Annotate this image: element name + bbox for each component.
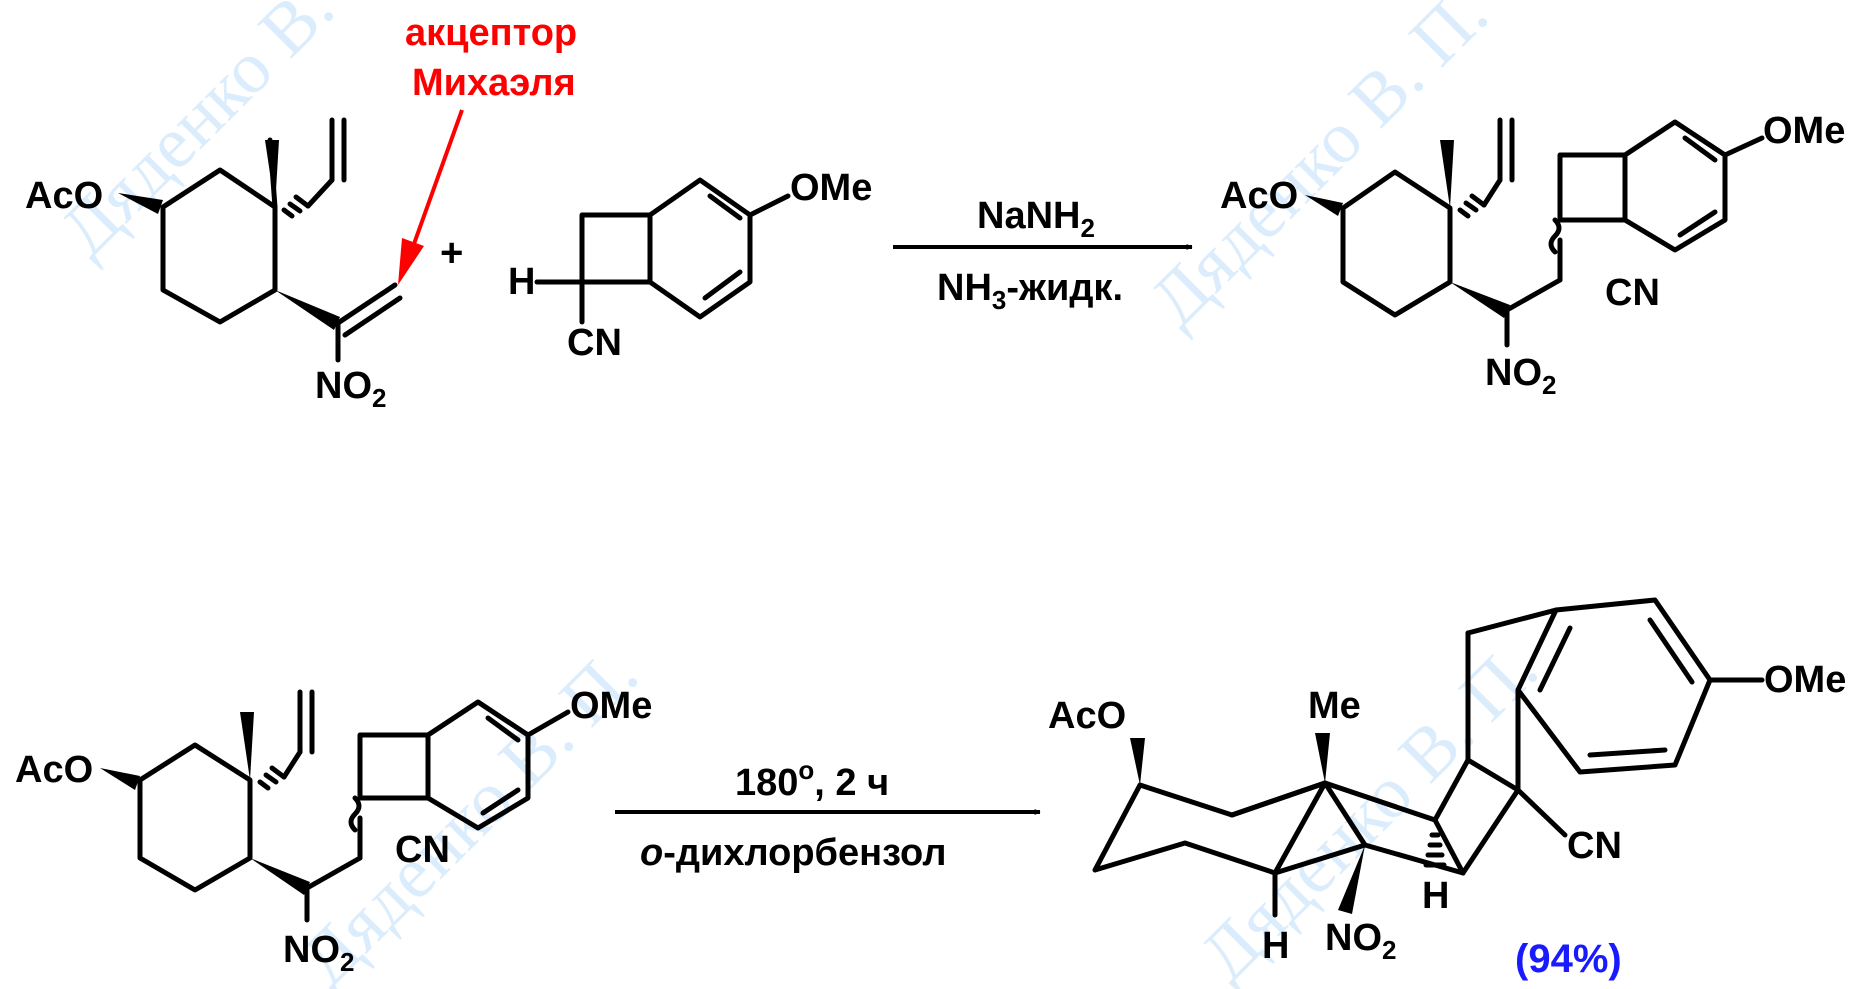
cn-label: CN <box>1605 272 1660 314</box>
me-label: Me <box>1308 685 1361 727</box>
h-label: H <box>1422 875 1449 917</box>
michael-acceptor-annotation: акцептор Михаэля <box>398 12 577 285</box>
no2-label: NO2 <box>1325 917 1396 965</box>
ome-label: OMe <box>1764 659 1846 701</box>
cn-label: CN <box>395 829 450 871</box>
no2-label: NO2 <box>315 365 386 413</box>
wedge-bond <box>118 193 163 214</box>
condition-bottom: o-дихлорбензол <box>640 832 946 874</box>
watermark: Дяденко В. П. <box>44 0 414 272</box>
reactant-benzocyclobutene: H CN OMe <box>508 167 872 364</box>
reaction-arrow-2: 180o, 2 ч o-дихлорбензол <box>615 755 1041 874</box>
reagent-top: NaNH2 <box>977 195 1095 243</box>
reactant-michael-adduct: AcO NO2 OMe CN <box>15 685 652 977</box>
reaction-arrow-1: NaNH2 NH3-жидк. <box>893 195 1193 315</box>
wedge-bond <box>1338 845 1365 914</box>
reagent-bottom: NH3-жидк. <box>937 267 1123 315</box>
ome-label: OMe <box>1763 110 1845 152</box>
wedge-bond <box>265 140 279 207</box>
no2-label: NO2 <box>283 929 354 977</box>
yield-label: (94%) <box>1515 937 1622 981</box>
wedge-bond <box>275 290 340 330</box>
no2-label: NO2 <box>1485 352 1556 400</box>
condition-top: 180o, 2 ч <box>735 755 889 804</box>
aco-label: AcO <box>25 175 103 217</box>
cn-label: CN <box>1567 825 1622 867</box>
annotation-line1: акцептор <box>405 12 577 54</box>
aco-label: AcO <box>15 749 93 791</box>
h-label: H <box>1262 925 1289 967</box>
wedge-bond <box>1440 140 1454 208</box>
ome-label: OMe <box>570 685 652 727</box>
reactant-nitroalkene: AcO NO2 <box>25 117 403 413</box>
cn-label: CN <box>567 322 622 364</box>
plus-sign: + <box>440 231 463 275</box>
wedge-bond <box>240 712 254 780</box>
product-michael-adduct: AcO NO2 OMe CN <box>1220 110 1845 400</box>
annotation-arrowhead <box>398 238 424 285</box>
h-label: H <box>508 261 535 303</box>
product-polycycle: AcO Me OMe CN H NO2 H (94%) <box>1048 597 1846 981</box>
wedge-bond <box>1305 195 1343 216</box>
ome-label: OMe <box>790 167 872 209</box>
annotation-line2: Михаэля <box>412 62 576 104</box>
wedge-bond <box>1130 738 1145 785</box>
wedge-bond <box>250 858 310 895</box>
wedge-bond <box>1450 282 1510 318</box>
aco-label: AcO <box>1048 695 1126 737</box>
aco-label: AcO <box>1220 175 1298 217</box>
wedge-bond <box>100 768 140 790</box>
annotation-arrow <box>408 109 464 256</box>
wedge-bond <box>1315 733 1330 783</box>
